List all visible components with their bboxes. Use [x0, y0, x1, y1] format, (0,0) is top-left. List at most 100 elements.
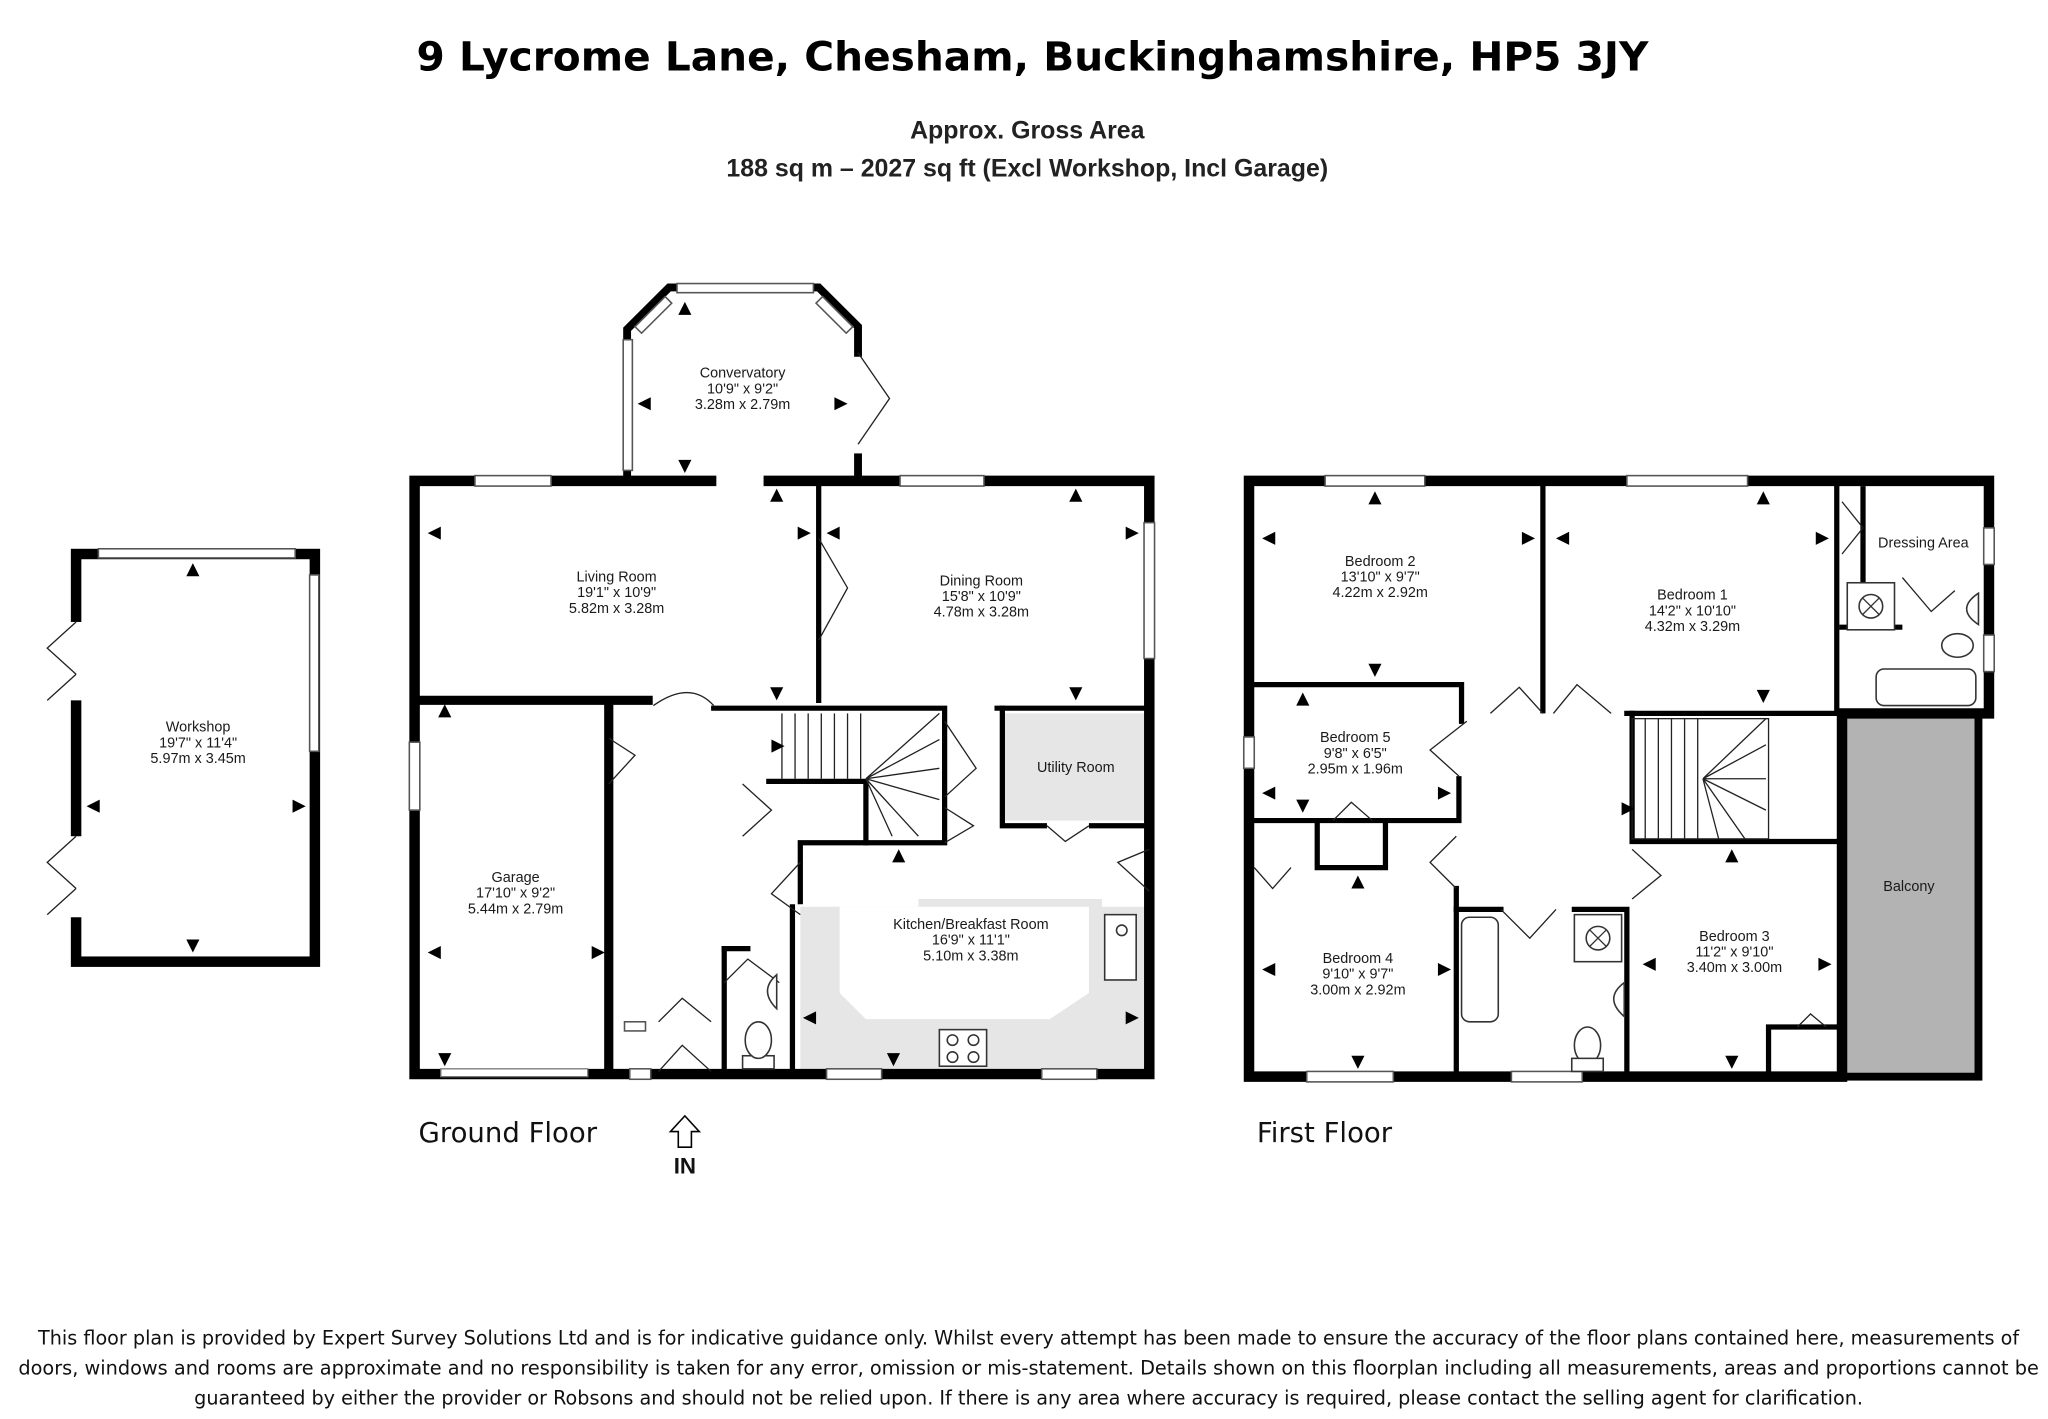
window — [1982, 527, 1995, 566]
area-title: Approx. Gross Area — [910, 117, 1145, 145]
door-swing — [944, 720, 977, 798]
door-swing — [46, 835, 77, 916]
dimension-arrow — [770, 687, 784, 701]
door-opening — [68, 621, 84, 701]
dimension-arrow — [1125, 1011, 1139, 1025]
dining-room-imperial: 15'8" x 10'9" — [942, 589, 1021, 605]
door-opening — [68, 836, 84, 918]
window — [1040, 1068, 1098, 1081]
door-swing — [1046, 825, 1090, 843]
bedroom-4-metric: 3.00m x 2.92m — [1310, 982, 1405, 998]
basin — [1612, 981, 1626, 1019]
bath — [1875, 668, 1977, 707]
disclaimer-line-2: doors, windows and rooms are approximate… — [18, 1357, 2038, 1380]
door-swing — [770, 861, 801, 916]
dimension-arrow — [1437, 962, 1452, 977]
sink — [1103, 913, 1137, 981]
balcony-label: Balcony — [1883, 879, 1935, 895]
window — [676, 282, 815, 294]
door-swing — [857, 352, 891, 445]
entrance-label: IN — [674, 1153, 696, 1178]
door-swing — [742, 783, 773, 837]
dimension-arrow — [1262, 962, 1276, 977]
window — [628, 1068, 652, 1081]
bedroom-1-label: Bedroom 1 — [1657, 588, 1728, 604]
door-swing — [1429, 720, 1468, 777]
dimension-arrow — [186, 939, 200, 953]
kitchen-island-area — [800, 906, 1089, 1020]
dimension-arrow — [771, 739, 785, 753]
door-swing — [652, 692, 715, 707]
window — [1982, 634, 1995, 673]
door-swing — [1500, 908, 1557, 940]
door-swing — [1552, 683, 1612, 714]
bedroom-1-metric: 4.32m x 3.29m — [1645, 619, 1740, 635]
dressing-area-label: Dressing Area — [1878, 536, 1969, 552]
dimension-arrow — [1069, 488, 1083, 502]
dimension-arrow — [1125, 526, 1139, 540]
ground-floor-label: Ground Floor — [419, 1117, 598, 1149]
garage-metric: 5.44m x 2.79m — [468, 901, 563, 917]
dimension-arrow — [886, 1053, 901, 1067]
garage-door — [440, 1068, 589, 1078]
bedroom-5-imperial: 9'8" x 6'5" — [1324, 746, 1387, 762]
workshop-metric: 5.97m x 3.45m — [150, 751, 245, 767]
interior-wall — [1453, 906, 1630, 1080]
kitchen-label: Kitchen/Breakfast Room — [893, 917, 1048, 933]
interior-wall — [1629, 710, 1840, 845]
dimension-arrow — [770, 488, 784, 502]
interior-wall — [1314, 817, 1389, 871]
hob — [938, 1028, 988, 1067]
first-floor-label: First Floor — [1257, 1117, 1393, 1149]
dimension-arrow — [1818, 957, 1832, 971]
disclaimer-line-1: This floor plan is provided by Expert Su… — [37, 1327, 2020, 1350]
dimension-arrow — [427, 946, 441, 960]
bedroom-1-imperial: 14'2" x 10'10" — [1649, 603, 1736, 619]
conservatory-metric: 3.28m x 2.79m — [695, 397, 790, 413]
dimension-arrow — [186, 563, 200, 577]
dimension-arrow — [1756, 491, 1770, 505]
first-floor-exterior-walls — [1243, 475, 1995, 1082]
dimension-arrow — [1521, 531, 1536, 545]
dimension-arrow — [1296, 799, 1310, 813]
dining-room-metric: 4.78m x 3.28m — [934, 605, 1029, 621]
hob-ring — [967, 1034, 980, 1047]
living-room-imperial: 19'1" x 10'9" — [577, 585, 656, 601]
door-swing — [608, 737, 637, 785]
window — [97, 548, 296, 559]
garage-label: Garage — [492, 870, 540, 886]
toilet-icon — [744, 1021, 773, 1060]
door-swing — [1332, 801, 1373, 822]
dimension-arrow — [637, 397, 651, 411]
door-swing — [1489, 686, 1544, 714]
dimension-arrow — [826, 526, 840, 540]
window — [633, 295, 673, 335]
window — [1143, 521, 1156, 660]
hob-ring — [946, 1034, 959, 1047]
living-room-label: Living Room — [577, 569, 657, 585]
interior-wall — [711, 705, 948, 905]
dimension-arrow — [1725, 849, 1739, 863]
dimension-arrow — [1069, 687, 1083, 701]
door-swing — [723, 958, 780, 984]
door-swing — [658, 1044, 712, 1072]
dimension-arrow — [1368, 491, 1382, 505]
stairs — [1631, 717, 1770, 840]
interior-wall — [1251, 776, 1462, 824]
bedroom-3-label: Bedroom 3 — [1699, 929, 1770, 945]
conservatory-imperial: 10'9" x 9'2" — [707, 381, 778, 397]
entrance-arrow-icon — [668, 1114, 702, 1149]
dimension-arrow — [1262, 531, 1276, 545]
sink-bowl — [1115, 924, 1128, 937]
workshop-label: Workshop — [166, 720, 231, 736]
dimension-arrow — [1437, 786, 1452, 800]
workshop-imperial: 19'7" x 11'4" — [159, 735, 237, 751]
door-swing — [1253, 867, 1292, 890]
first-floor-plan: Bedroom 2 13'10" x 9'7" 4.22m x 2.92m Be… — [1242, 474, 1995, 1149]
cupboard — [1573, 913, 1623, 963]
living-room-metric: 5.82m x 3.28m — [569, 601, 664, 617]
window — [1510, 1070, 1584, 1083]
dimension-arrow — [292, 799, 306, 813]
bedroom-5-metric: 2.95m x 1.96m — [1308, 762, 1403, 778]
